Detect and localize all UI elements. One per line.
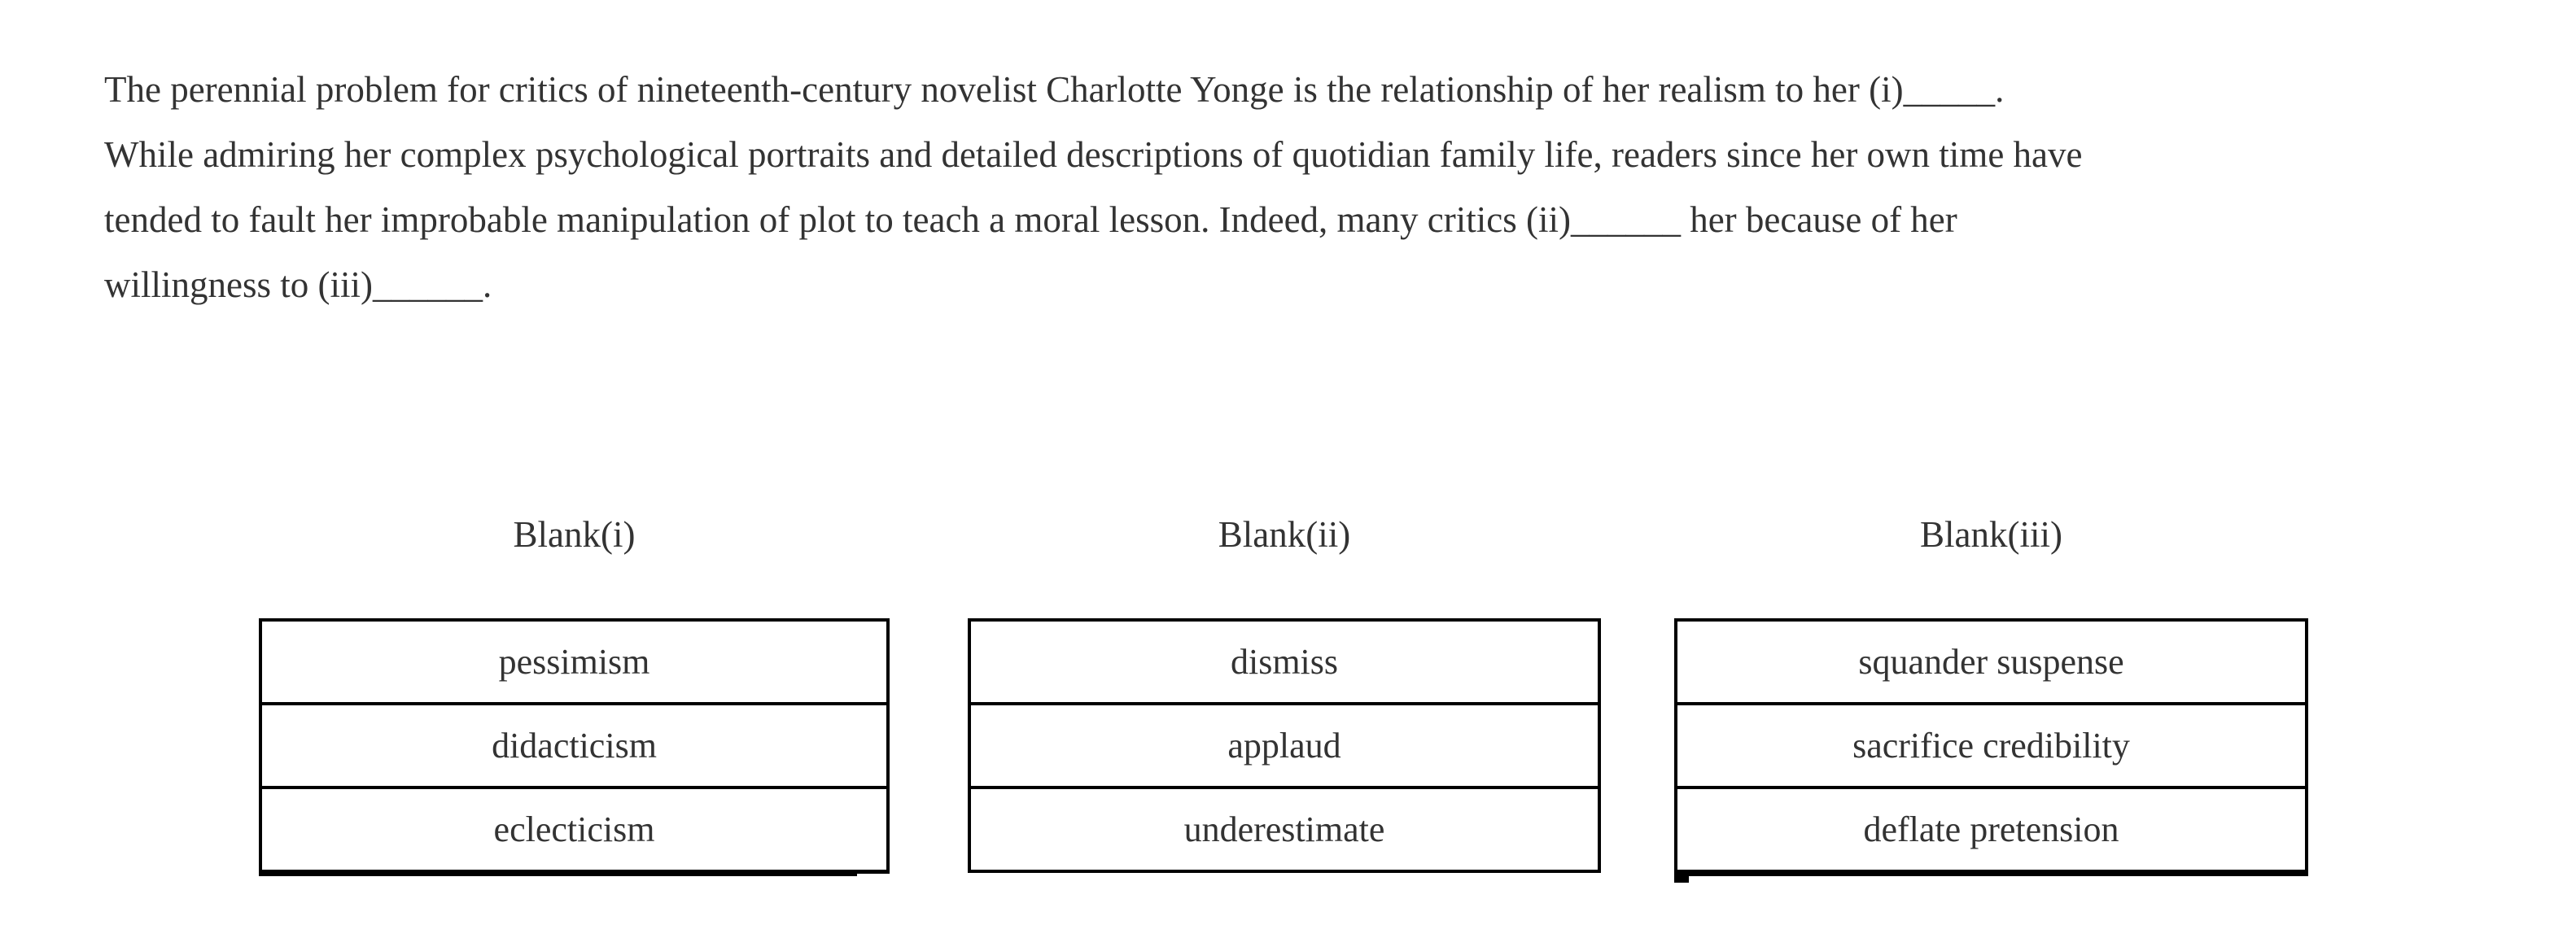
- blank-ii-column: Blank(ii) dismiss applaud underestimate: [968, 511, 1601, 873]
- blank-i-header: Blank(i): [513, 514, 636, 555]
- blank-iii-options-table: squander suspense sacrifice credibility …: [1674, 618, 2308, 883]
- option-cell[interactable]: applaud: [971, 705, 1598, 789]
- passage-line-4: willingness to (iii)______.: [104, 264, 492, 305]
- blank-iii-column: Blank(iii) squander suspense sacrifice c…: [1674, 511, 2308, 883]
- option-cell[interactable]: deflate pretension: [1677, 789, 2305, 873]
- option-cell[interactable]: dismiss: [971, 622, 1598, 705]
- option-cell[interactable]: eclecticism: [262, 789, 886, 873]
- passage-line-2: While admiring her complex psychological…: [104, 134, 2083, 175]
- blank-iii-header: Blank(iii): [1920, 514, 2062, 555]
- blank-i-column: Blank(i) pessimism didacticism eclectici…: [259, 511, 890, 876]
- blank-ii-header: Blank(ii): [1218, 514, 1351, 555]
- passage-line-3: tended to fault her improbable manipulat…: [104, 199, 1957, 240]
- border-artifact: [857, 874, 890, 876]
- option-cell[interactable]: didacticism: [262, 705, 886, 789]
- option-cell[interactable]: pessimism: [262, 622, 886, 705]
- passage: The perennial problem for critics of nin…: [104, 57, 2082, 317]
- option-cell[interactable]: squander suspense: [1677, 622, 2305, 705]
- blank-ii-options-table: dismiss applaud underestimate: [968, 618, 1601, 873]
- blank-i-options-table: pessimism didacticism eclecticism: [259, 618, 890, 876]
- option-cell[interactable]: underestimate: [1183, 809, 1385, 849]
- border-artifact: [1674, 875, 1689, 883]
- passage-line-1: The perennial problem for critics of nin…: [104, 69, 2005, 110]
- option-cell[interactable]: sacrifice credibility: [1677, 705, 2305, 789]
